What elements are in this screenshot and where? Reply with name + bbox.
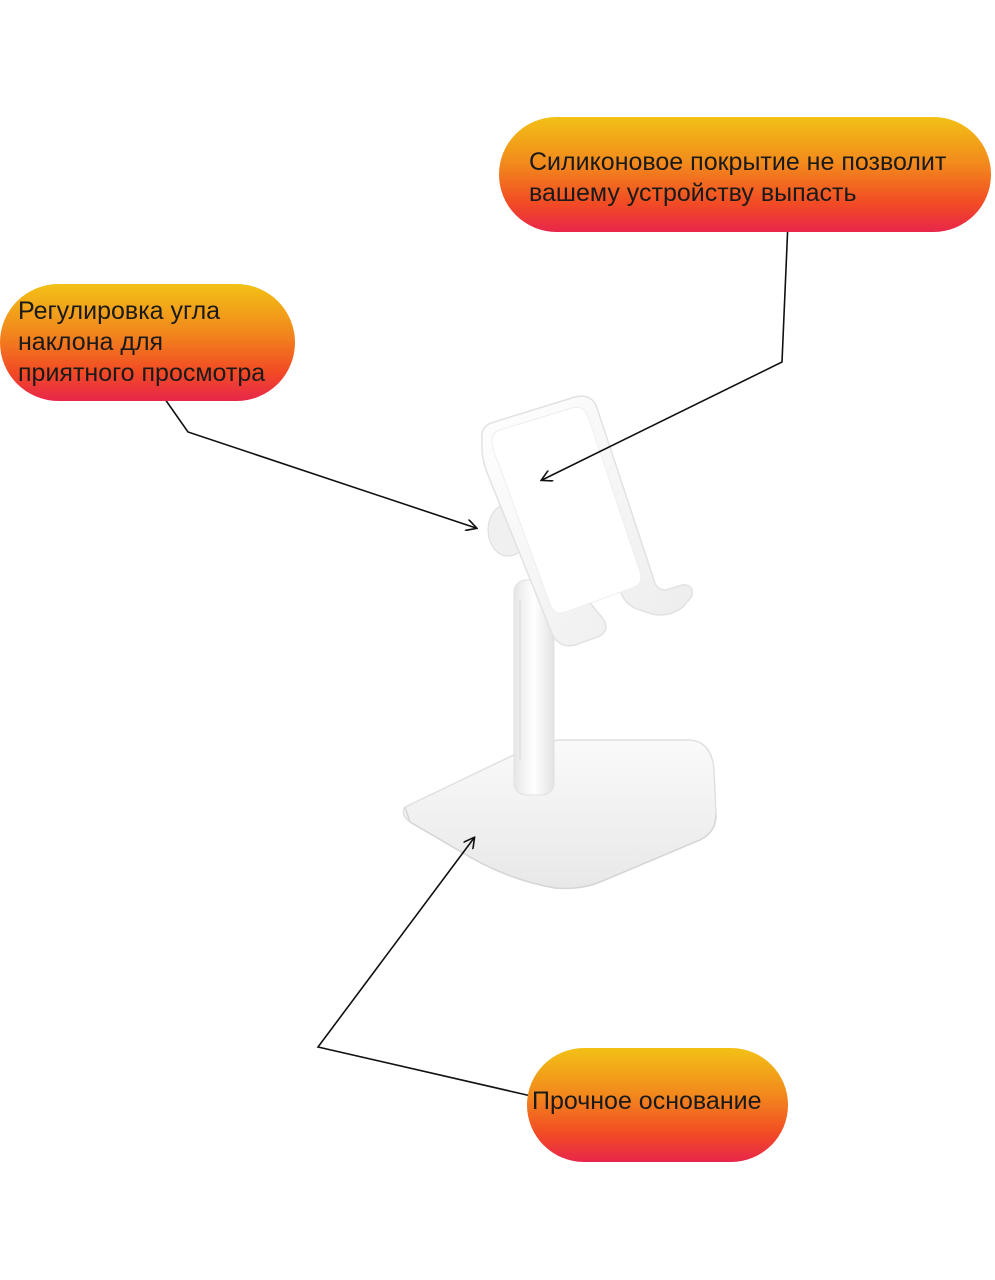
callout-base-line-1: Прочное основание <box>532 1087 762 1115</box>
stand-holder <box>481 395 694 647</box>
callout-silicone-coating: Силиконовое покрытие не позволит вашему … <box>499 117 991 232</box>
callout-tilt-line-3: приятного просмотра <box>18 359 266 387</box>
callout-tilt-adjustment: Регулировка угла наклона для приятного п… <box>0 284 295 401</box>
callout-silicone-line-2: вашему устройству выпасть <box>529 179 857 207</box>
arrow-angle <box>159 391 476 528</box>
stand-base <box>402 739 717 890</box>
callout-tilt-line-1: Регулировка угла <box>18 297 221 325</box>
arrow-silicone <box>542 221 789 480</box>
arrow-base <box>316 838 541 1099</box>
callout-tilt-line-2: наклона для <box>18 328 164 356</box>
callout-sturdy-base: Прочное основание <box>527 1048 788 1162</box>
callout-silicone-line-1: Силиконовое покрытие не позволит <box>529 148 947 176</box>
